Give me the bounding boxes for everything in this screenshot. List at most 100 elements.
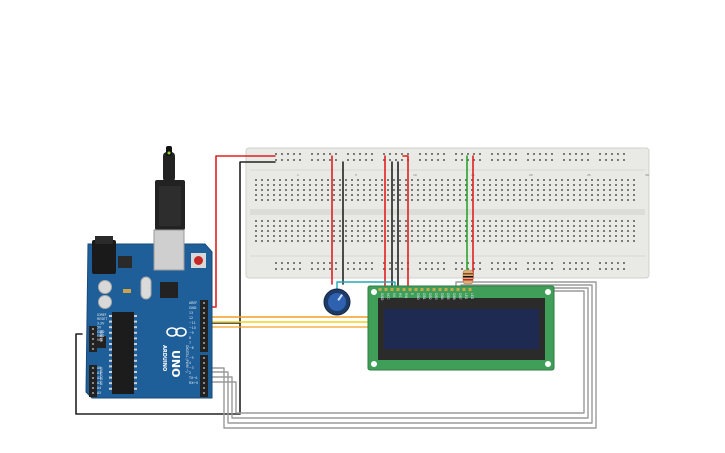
wire-lcd-red2 (402, 155, 409, 287)
digital-pin-label: 13 (189, 311, 193, 315)
brand-label: ARDUINO (161, 345, 167, 371)
digital-pin-label: ~3 (189, 366, 194, 370)
digital-pin-label: GND (189, 306, 197, 310)
lcd-pin[interactable] (426, 288, 430, 291)
lcd-pin[interactable] (384, 288, 388, 291)
digital-pin-label: RX←0 (189, 381, 198, 385)
lcd-pin[interactable] (402, 288, 406, 291)
lcd-pin-label: RW (404, 293, 408, 299)
lcd-pin-label: LED (470, 293, 474, 300)
lcd-pin-label: RS (398, 293, 402, 297)
power-jack (92, 240, 116, 274)
wire-pot-wiper-teal (336, 281, 396, 293)
breadboard-holes (255, 153, 635, 270)
digital-pin-label: 4 (189, 361, 191, 365)
wire-db4-gray (204, 281, 597, 429)
digital-pin-label: 7 (189, 341, 191, 345)
lcd-screen (384, 309, 539, 349)
lcd-pin-label: DB7 (458, 293, 462, 300)
lcd-pin-label: VCC (386, 293, 390, 300)
atmega-chip (112, 312, 134, 394)
digital-pin-label: 8 (189, 336, 191, 340)
power-label: POWER (99, 330, 103, 343)
usb-port (153, 229, 185, 271)
analog-pin-label: A1 (97, 371, 101, 375)
lcd-pin[interactable] (438, 288, 442, 291)
lcd-pin-label: DB4 (440, 293, 444, 300)
column-number-25: 25 (587, 173, 591, 177)
lcd-pin-label: LED (464, 293, 468, 300)
resistor[interactable] (462, 269, 474, 285)
analog-pin-label: A0 (97, 366, 101, 370)
lcd-pin-label: DB0 (416, 293, 420, 300)
lcd-pin-label: DB2 (428, 293, 432, 300)
lcd-pin[interactable] (456, 288, 460, 291)
wire-rs-orange (204, 287, 379, 318)
lcd-pin-label: DB5 (446, 293, 450, 300)
column-number-1: 1 (297, 173, 299, 177)
lcd-pin[interactable] (444, 288, 448, 291)
power-pin-label: GND (97, 330, 105, 334)
lcd-pin[interactable] (396, 288, 400, 291)
digital-pin-label: ~6 (189, 346, 194, 350)
lcd-pin[interactable] (432, 288, 436, 291)
lcd-pin-header (378, 288, 472, 291)
lcd-pin[interactable] (414, 288, 418, 291)
lcd-pin[interactable] (390, 288, 394, 291)
digital-header-bottom (200, 355, 208, 397)
lcd-pin[interactable] (462, 288, 466, 291)
digital-label: DIGITAL (PWM ~) (185, 345, 189, 372)
analog-header (89, 365, 97, 397)
column-number-10: 10 (413, 173, 417, 177)
lcd-pin-label: DB3 (434, 293, 438, 300)
wire-db7-gray (204, 290, 585, 414)
lcd-pin-label: V0 (392, 293, 396, 297)
power-pin-label: 3.3V (97, 321, 105, 325)
digital-pin-label: ~10 (189, 326, 196, 330)
board-name-label: UNO (169, 350, 182, 378)
analog-pin-label: A5 (97, 391, 101, 395)
power-pin-label: VIN (97, 338, 103, 342)
arduino-logo (166, 327, 187, 337)
lcd-pin[interactable] (378, 288, 382, 291)
digital-pin-label: ~5 (189, 356, 194, 360)
analog-pin-label: A4 (97, 386, 101, 390)
digital-pin-label: ~11 (189, 321, 196, 325)
usb-cable-plug (163, 152, 175, 182)
lcd-pin[interactable] (468, 288, 472, 291)
digital-pin-label: 12 (189, 316, 193, 320)
digital-header-top (200, 300, 208, 352)
column-number-30: 30 (645, 173, 649, 177)
power-pin-label: 5V (97, 326, 102, 330)
wire-db6-gray (204, 287, 589, 419)
column-number-5: 5 (355, 173, 357, 177)
analog-pin-label: A2 (97, 376, 101, 380)
lcd-pin-label: GND (380, 293, 384, 301)
lcd-pin-label: E (410, 293, 414, 295)
analog-label: ANALOG IN (99, 367, 103, 385)
potentiometer[interactable] (323, 288, 351, 316)
lcd-pin[interactable] (408, 288, 412, 291)
power-pin-label: RESET (97, 317, 107, 321)
power-pin-label: GND (97, 334, 105, 338)
analog-pin-label: A3 (97, 381, 101, 385)
column-number-20: 20 (529, 173, 533, 177)
lcd-pin-label: DB1 (422, 293, 426, 300)
digital-pin-label: ~9 (189, 331, 194, 335)
digital-pin-label: AREF (189, 301, 197, 305)
lcd-pin[interactable] (450, 288, 454, 291)
arduino-uno[interactable]: ARDUINO UNO DIGITAL (PWM ~) POWER ANALOG… (85, 229, 213, 399)
digital-pin-label: TX→1 (188, 376, 198, 380)
wire-gnd-black (204, 161, 276, 324)
wire-db5-gray (204, 284, 593, 424)
digital-pin-label: 2 (189, 371, 191, 375)
lcd-pin-label: DB6 (452, 293, 456, 300)
lcd-pin[interactable] (420, 288, 424, 291)
